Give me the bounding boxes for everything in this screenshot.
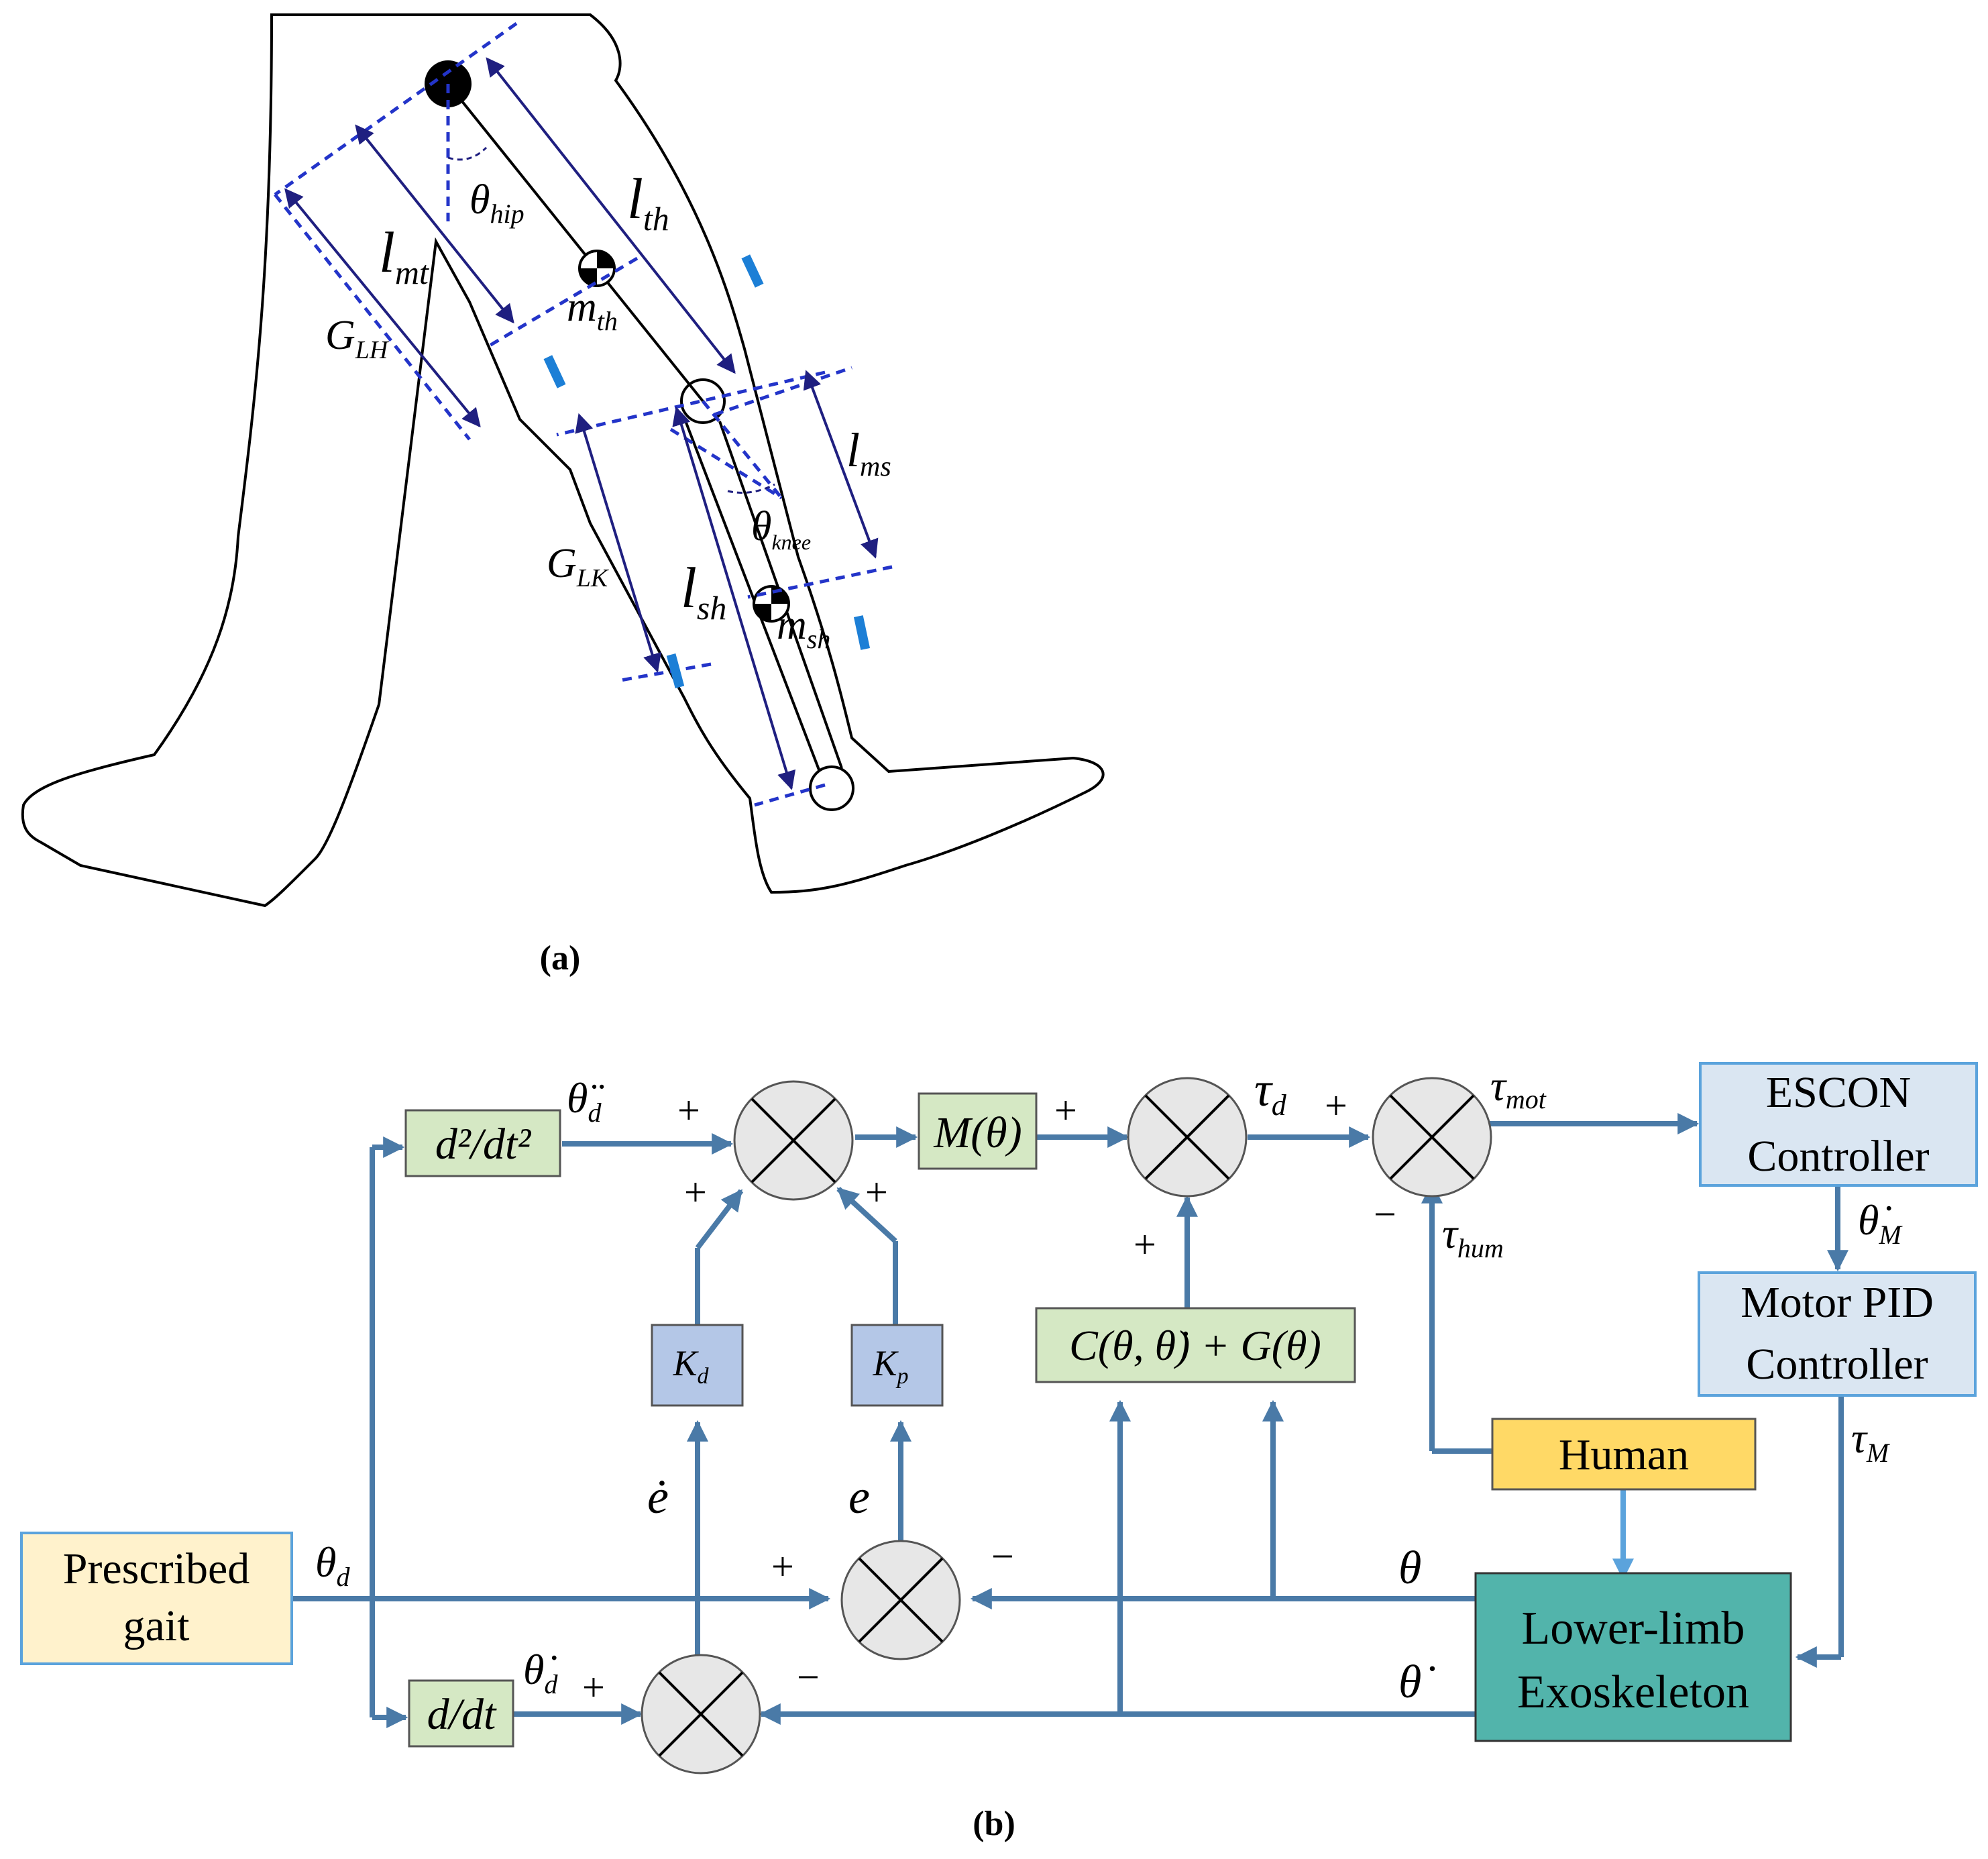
sum-junction-5 [641, 1654, 761, 1774]
label-tau-d: τd [1254, 1063, 1287, 1122]
block-motor-pid: Motor PID Controller [1698, 1271, 1977, 1397]
label-theta-knee: θknee [751, 504, 811, 554]
label-l-th: lth [627, 166, 669, 237]
label-theta: θ [1398, 1542, 1421, 1594]
label-theta-hip: θhip [470, 177, 524, 229]
sum-signs: + + + + + + − + − + − [582, 1083, 1396, 1709]
svg-text:Prescribed: Prescribed [63, 1544, 250, 1593]
label-tau-M: τM [1851, 1414, 1891, 1468]
svg-text:−: − [797, 1655, 820, 1699]
sum-junctions [641, 1077, 1492, 1774]
label-l-ms: lms [846, 423, 891, 482]
label-theta-dot-d: θ̇d [523, 1646, 558, 1699]
hip-angle-arc [447, 146, 488, 161]
svg-text:Controller: Controller [1746, 1340, 1928, 1389]
block-ddt: d/dt [408, 1679, 514, 1748]
label-theta-dot: θ̇ [1398, 1656, 1435, 1708]
panel-b: Prescribed gait d²/dt² d/dt M(θ) Kd Kp C… [20, 1062, 1978, 1843]
block-C-G: C(θ, θ̇) + G(θ) [1035, 1307, 1356, 1383]
ankle-joint [809, 765, 854, 811]
attachment-pads [543, 254, 871, 688]
svg-text:+: + [582, 1665, 605, 1709]
svg-text:Exoskeleton: Exoskeleton [1517, 1666, 1749, 1718]
svg-text:Motor PID: Motor PID [1741, 1278, 1934, 1327]
sum-junction-2 [1127, 1077, 1248, 1198]
label-l-mt: lmt [379, 220, 429, 291]
thigh-segment [447, 83, 704, 403]
svg-text:+: + [1134, 1222, 1156, 1267]
label-m-sh: msh [777, 602, 830, 654]
label-G-LK: GLK [547, 541, 609, 592]
label-theta-dot-M: θ̇M [1858, 1196, 1903, 1250]
svg-text:gait: gait [123, 1601, 190, 1650]
svg-text:+: + [1054, 1088, 1077, 1132]
block-exoskeleton: Lower-limb Exoskeleton [1474, 1572, 1792, 1742]
block-human: Human [1491, 1418, 1757, 1491]
block-d2dt2: d²/dt² [404, 1109, 561, 1177]
label-theta-d: θd [315, 1538, 350, 1592]
label-l-sh: lsh [681, 555, 726, 627]
svg-text:+: + [677, 1088, 700, 1132]
svg-text:+: + [865, 1170, 888, 1214]
caption-a: (a) [540, 939, 581, 977]
thigh-com-icon [578, 250, 616, 287]
knee-angle-arc [727, 483, 775, 494]
block-escon-controller: ESCON Controller [1699, 1062, 1978, 1187]
svg-text:Kd: Kd [672, 1343, 709, 1389]
svg-text:ESCON: ESCON [1766, 1068, 1911, 1117]
block-Kp: Kp [850, 1324, 944, 1407]
label-tau-mot: τmot [1490, 1062, 1547, 1114]
sum-junction-3 [1372, 1077, 1492, 1198]
sum-junction-4 [840, 1540, 961, 1660]
block-prescribed-gait: Prescribed gait [20, 1532, 293, 1665]
label-e-dot: ė [647, 1470, 669, 1524]
svg-text:Lower-limb: Lower-limb [1522, 1603, 1745, 1654]
svg-text:M(θ): M(θ) [933, 1108, 1021, 1157]
svg-text:C(θ, θ̇) + G(θ): C(θ, θ̇) + G(θ) [1069, 1322, 1321, 1369]
sum-junction-1 [733, 1080, 854, 1201]
label-tau-hum: τhum [1442, 1210, 1504, 1263]
svg-text:+: + [771, 1544, 794, 1589]
svg-text:Kp: Kp [872, 1343, 908, 1389]
caption-b: (b) [973, 1805, 1015, 1843]
leg-outline [21, 13, 1105, 908]
svg-text:d/dt: d/dt [427, 1690, 497, 1739]
svg-text:−: − [991, 1534, 1014, 1579]
svg-text:+: + [684, 1170, 707, 1214]
label-theta-ddot-d: θ̈d [567, 1074, 604, 1128]
label-m-th: mth [567, 284, 618, 336]
svg-text:Human: Human [1559, 1430, 1689, 1479]
signal-lines [292, 1113, 1848, 1728]
svg-text:−: − [1374, 1192, 1396, 1236]
dimension-arrows [284, 57, 879, 790]
signal-labels: θd θ̈d θ̇d τd τmot τhum θ̇M τM θ θ̇ e ė [315, 1062, 1903, 1708]
panel-a: θhip lth lmt mth GLH lms θknee GLK lsh m… [21, 13, 1105, 977]
svg-text:Controller: Controller [1747, 1132, 1929, 1181]
svg-text:d²/dt²: d²/dt² [435, 1120, 531, 1169]
block-Kd: Kd [651, 1324, 744, 1407]
svg-text:+: + [1325, 1083, 1347, 1128]
block-M: M(θ) [918, 1092, 1038, 1170]
label-e: e [848, 1470, 870, 1524]
label-G-LH: GLH [325, 313, 390, 364]
